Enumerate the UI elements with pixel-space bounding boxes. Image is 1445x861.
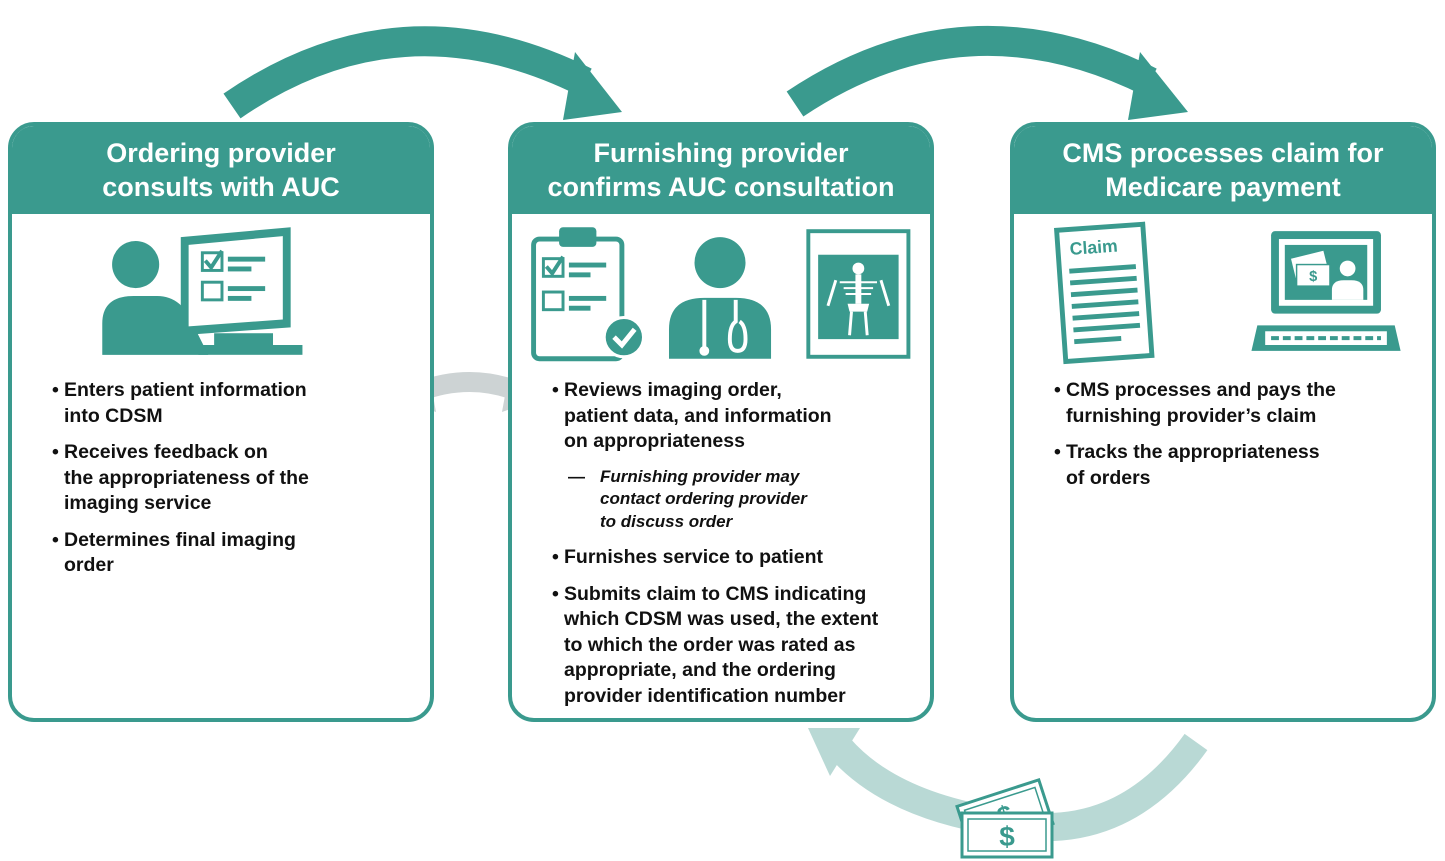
bullet-line: Determines final imaging [64, 528, 296, 551]
bullet-line: Reviews imaging order, [564, 379, 782, 401]
bullet-item: • Submits claim to CMS indicating which … [552, 582, 912, 710]
panel-ordering-provider: Ordering provider consults with AUC • En… [8, 122, 434, 722]
panel-title-line: Ordering provider [106, 138, 336, 168]
panel-title-line: consults with AUC [102, 172, 340, 202]
bullet-line: provider identification number [564, 684, 846, 707]
bullet-line: Enters patient information [64, 379, 307, 401]
bullet-line: Tracks the appropriateness [1066, 441, 1320, 463]
xray-image-icon [806, 229, 911, 359]
bullet-item: • CMS processes and pays the furnishing … [1054, 378, 1414, 429]
bullet-line: into CDSM [64, 404, 163, 427]
bullet-list: • Reviews imaging order, patient data, a… [552, 378, 912, 718]
bullet-item: • Receives feedback on the appropriatene… [52, 440, 412, 517]
panel-title-line: confirms AUC consultation [547, 172, 895, 202]
bullet-line: imaging service [64, 492, 212, 514]
bullet-line: to which the order was rated as [564, 633, 856, 656]
panel-icons [102, 227, 303, 355]
panel-icons [531, 227, 911, 362]
panel-title-line: Furnishing provider [593, 138, 849, 168]
bullet-item: • Tracks the appropriateness of orders [1054, 440, 1414, 491]
doctor-stethoscope-icon [668, 237, 772, 359]
bullet-item: • Reviews imaging order, patient data, a… [552, 378, 912, 455]
clipboard-checklist-icon [531, 227, 645, 362]
panel-cms-processing: CMS processes claim for Medicare payment… [1010, 122, 1436, 722]
bullet-line: of orders [1066, 466, 1151, 489]
dollar-sign-front: $ [999, 821, 1015, 852]
bullet-line: the appropriateness of the [64, 466, 309, 489]
panel-icons: Claim $ [1053, 221, 1401, 365]
payment-computer-icon: $ [1251, 231, 1401, 351]
claim-label: Claim [1069, 236, 1118, 259]
panel-title-line: Medicare payment [1105, 172, 1341, 202]
bullet-line: Receives feedback on [64, 441, 268, 463]
sub-bullet-line: contact ordering provider [600, 489, 807, 508]
bullet-list: • Enters patient information into CDSM •… [52, 378, 412, 590]
bullet-line: Furnishes service to patient [564, 546, 823, 568]
sub-bullet-line: to discuss order [600, 511, 733, 531]
bullet-item: • Determines final imaging order [52, 528, 412, 579]
flow-arrow-1-to-2 [223, 26, 622, 120]
panel-furnishing-provider: Furnishing provider confirms AUC consult… [508, 122, 934, 722]
bullet-line: on appropriateness [564, 430, 745, 452]
screen-dollar-sign: $ [1309, 269, 1317, 285]
bullet-line: patient data, and information [564, 404, 832, 427]
panel-header: CMS processes claim for Medicare payment [1014, 126, 1432, 214]
sub-bullet-line: Furnishing provider may [600, 466, 800, 486]
bullet-line: Submits claim to CMS indicating [564, 582, 867, 605]
flow-arrow-2-to-3 [786, 25, 1188, 120]
bullet-line: which CDSM was used, the extent [564, 608, 879, 630]
dollar-bills-icon: $ $ [955, 777, 1055, 859]
bullet-line: order [64, 554, 114, 576]
sub-bullet: — Furnishing provider may contact orderi… [568, 466, 912, 534]
bullet-line: CMS processes and pays the [1066, 379, 1336, 401]
panel-header: Furnishing provider confirms AUC consult… [512, 126, 930, 214]
bullet-list: • CMS processes and pays the furnishing … [1054, 378, 1414, 502]
panel-header: Ordering provider consults with AUC [12, 126, 430, 214]
claim-document-icon: Claim [1053, 221, 1155, 365]
sub-bullet-dash: — [568, 466, 585, 486]
bullet-item: • Enters patient information into CDSM [52, 378, 412, 429]
checklist-screen-icon [180, 227, 303, 355]
bullet-line: furnishing provider’s claim [1066, 404, 1317, 427]
bullet-item: • Furnishes service to patient [552, 545, 912, 571]
panel-title-line: CMS processes claim for [1062, 138, 1384, 168]
bullet-line: appropriate, and the ordering [564, 659, 836, 681]
